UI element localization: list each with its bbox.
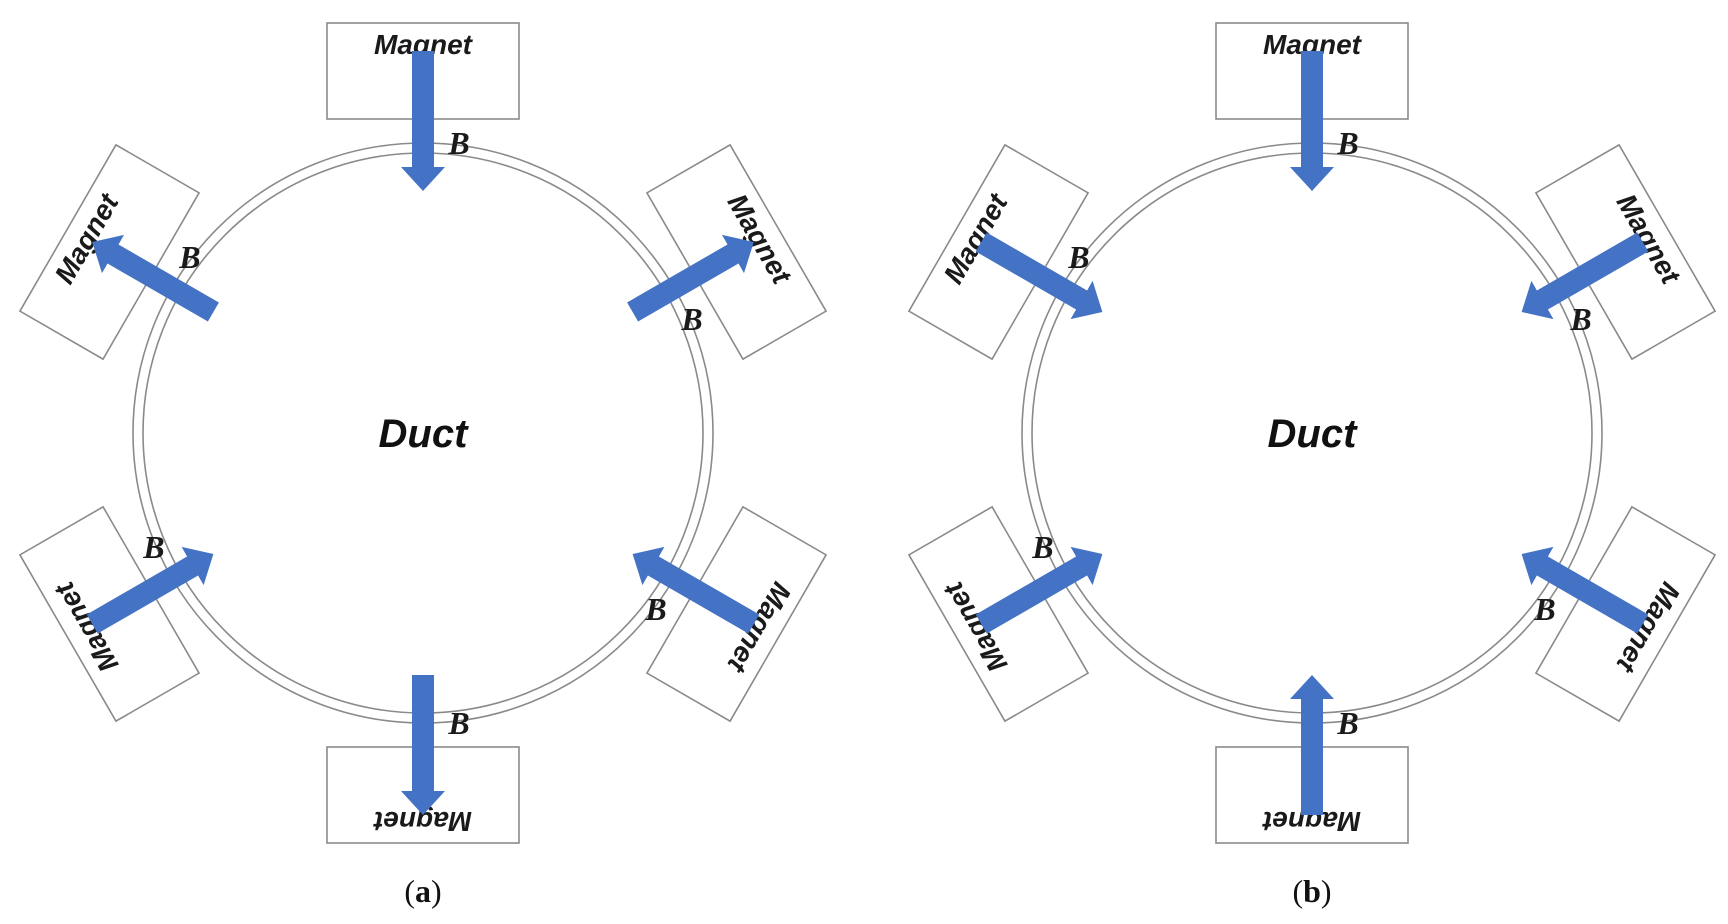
caption-letter: b [1303,873,1321,909]
panel-a: DuctMagnetBMagnetBMagnetBMagnetBMagnetBM… [18,22,828,909]
field-arrow-top [401,51,445,191]
panel-caption: (a) [404,873,441,909]
field-arrow-lower-right [632,546,760,634]
caption-letter: a [415,873,431,909]
caption-open: ( [404,873,415,909]
field-arrow-lower-left [86,546,214,634]
field-label-lower-left: B [142,529,164,565]
caption-close: ) [431,873,442,909]
duct-label: Duct [379,412,470,456]
panel-b: DuctMagnetBMagnetBMagnetBMagnetBMagnetBM… [907,22,1717,909]
field-arrow-bottom [401,675,445,815]
field-arrow-upper-right [627,234,754,322]
field-arrow-lower-right [1521,546,1649,634]
field-label-upper-left: B [1067,239,1089,275]
field-arrow-lower-left [975,546,1103,634]
field-arrow-top [1290,51,1334,191]
field-arrow-upper-left [975,232,1103,320]
field-label-upper-right: B [680,301,702,337]
field-arrow-upper-right [1521,232,1649,320]
field-label-lower-right: B [1533,591,1555,627]
field-label-bottom: B [447,705,469,741]
field-label-top: B [447,125,469,161]
field-label-upper-left: B [178,239,200,275]
field-label-lower-right: B [644,591,666,627]
panel-caption: (b) [1292,873,1331,909]
caption-open: ( [1292,873,1303,909]
field-label-lower-left: B [1031,529,1053,565]
field-label-bottom: B [1336,705,1358,741]
duct-label: Duct [1268,412,1359,456]
field-label-top: B [1336,125,1358,161]
magnet-bottom: Magnet [326,746,520,844]
field-arrow-upper-left [92,234,219,322]
field-label-upper-right: B [1569,301,1591,337]
field-arrow-bottom [1290,675,1334,815]
caption-close: ) [1321,873,1332,909]
